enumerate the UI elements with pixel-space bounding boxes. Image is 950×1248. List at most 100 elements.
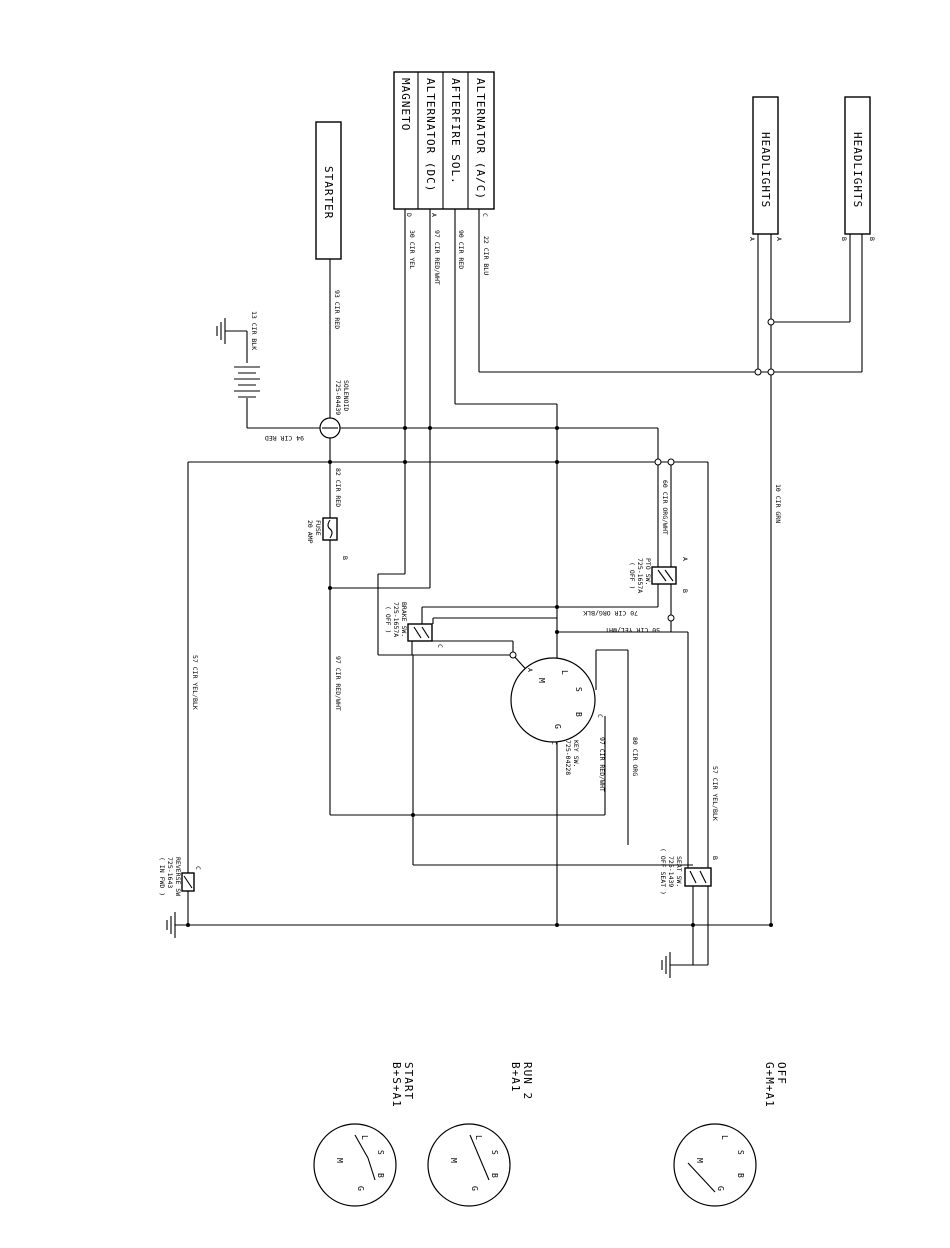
wire-82-label: 82 CIR RED — [334, 468, 342, 507]
brake-part: 725-1657A — [392, 602, 400, 637]
pto-part: 725-1657A — [636, 558, 644, 593]
dial-b: B — [736, 1173, 745, 1178]
wire-10-label: 10 CIR GRN — [774, 484, 782, 523]
headlights-1-label: HEADLIGHTS — [759, 132, 772, 208]
wire-50-label: 50 CIR YEL/WHT — [605, 626, 660, 634]
terminal-d-label: D — [405, 213, 413, 217]
brake-sw-label: BRAKE SW. — [400, 602, 408, 637]
solenoid-label: SOLENOID — [342, 380, 350, 411]
afterfire-sol-label: AFTERFIRE SOL. — [449, 78, 462, 185]
terminal-label: A — [775, 237, 783, 241]
dial-g: G — [470, 1186, 479, 1191]
terminal-a-label: A — [430, 213, 438, 217]
ground-icon — [166, 912, 176, 938]
position-formula: G+M+A1 — [763, 1062, 776, 1108]
seat-state: ( OFF SEAT ) — [659, 848, 667, 895]
fuse-rating: 20 AMP — [306, 520, 314, 544]
position-title: OFF — [775, 1062, 788, 1085]
wire-97b-label: 97 CIR RED/WHT — [334, 656, 342, 711]
dial-b: B — [490, 1173, 499, 1178]
headlights-right: HEADLIGHTS B B — [840, 96, 876, 241]
terminal-label: C — [436, 644, 444, 648]
position-formula: B+S+A1 — [390, 1062, 403, 1108]
terminal-label: A — [681, 557, 689, 561]
wire-30-label: 30 CIR YEL — [408, 230, 416, 269]
alternator-magneto-block: ALTERNATOR (A/C) AFTERFIRE SOL. ALTERNAT… — [393, 71, 495, 217]
reverse-switch: C REVERSE SW 725-1643 ( IN FWD ) — [158, 857, 202, 896]
wire-97c-label: 97 CIR RED/WHT — [598, 737, 606, 792]
pto-switch: A B PTO SW. 725-1657A ( OFF ) — [628, 557, 689, 593]
terminal-label: B — [840, 237, 848, 241]
terminal-label: C — [194, 866, 202, 870]
wire-70-label: 70 CIR ORG/BLK — [583, 609, 638, 617]
position-start: START B+S+A1 L S B G M — [313, 1062, 415, 1207]
dial-g: G — [716, 1186, 725, 1191]
position-title: START — [402, 1062, 415, 1100]
pto-state: ( OFF ) — [628, 562, 636, 589]
seat-part: 725-1439 — [667, 856, 675, 887]
terminal-label: B — [681, 589, 689, 593]
key-c2: C — [550, 741, 558, 745]
key-a: A — [526, 668, 534, 672]
solenoid: SOLENOID 725-04439 — [319, 380, 350, 439]
dial-m: M — [449, 1158, 458, 1163]
key-b: B — [574, 712, 583, 717]
position-run2: RUN 2 B+A1 L S B G M — [427, 1062, 534, 1207]
key-c1: C — [596, 714, 604, 718]
headlights-left: HEADLIGHTS A A — [748, 96, 783, 241]
wire-80-label: 80 CIR ORG — [631, 737, 639, 776]
brake-switch: C BRAKE SW. 725-1657A ( OFF ) — [384, 602, 444, 648]
dial-s: S — [490, 1150, 499, 1155]
wire-labels: 22 CIR BLU 90 CIR RED 97 CIR RED/WHT 30 … — [191, 230, 782, 821]
wire-60-label: 60 CIR ORG/WHT — [661, 480, 669, 535]
dial-b: B — [376, 1173, 385, 1178]
key-l: L — [560, 670, 569, 675]
key-s: S — [574, 687, 583, 692]
junctions — [186, 318, 775, 927]
dial-m: M — [335, 1158, 344, 1163]
wire-93-label: 93 CIR RED — [333, 290, 341, 329]
alternator-dc-label: ALTERNATOR (DC) — [424, 78, 437, 192]
wire-97a-label: 97 CIR RED/WHT — [433, 230, 441, 285]
terminal-label: A — [748, 237, 756, 241]
wire-22-label: 22 CIR BLU — [482, 236, 490, 275]
dial-l: L — [720, 1135, 729, 1140]
reverse-part: 725-1643 — [166, 857, 174, 888]
key-switch: L S M B G A C C KEY SW. 725-04228 — [510, 657, 604, 775]
fuse-label: FUSE — [314, 520, 322, 536]
ground-icon — [661, 952, 671, 978]
starter-label: STARTER — [322, 166, 335, 219]
reverse-state: ( IN FWD ) — [158, 857, 166, 896]
wire-90-label: 90 CIR RED — [457, 230, 465, 269]
dial-l: L — [360, 1135, 369, 1140]
dial-l: L — [474, 1135, 483, 1140]
wires — [175, 209, 863, 966]
key-sw-label: KEY SW. — [572, 740, 580, 767]
terminal-label: B — [711, 856, 719, 860]
magneto-label: MAGNETO — [399, 78, 412, 131]
headlights-2-label: HEADLIGHTS — [851, 132, 864, 208]
terminal-label: B — [868, 237, 876, 241]
wire-94-label: 94 CIR RED — [265, 434, 304, 442]
wire-57b-label: 57 CIR YEL/BLK — [711, 766, 719, 821]
dial-s: S — [736, 1150, 745, 1155]
alternator-ac-label: ALTERNATOR (A/C) — [474, 78, 487, 200]
dial-s: S — [376, 1150, 385, 1155]
terminal-c-label: C — [481, 213, 489, 217]
brake-state: ( OFF ) — [384, 606, 392, 633]
starter: STARTER — [315, 121, 342, 260]
position-title: RUN 2 — [521, 1062, 534, 1100]
solenoid-part: 725-04439 — [334, 380, 342, 415]
wire-57a-label: 57 CIR YEL/BLK — [191, 655, 199, 710]
reverse-sw-label: REVERSE SW — [174, 857, 182, 896]
wire-13-label: 13 CIR BLK — [250, 311, 258, 350]
terminal-label: B — [341, 556, 349, 560]
position-formula: B+A1 — [509, 1062, 522, 1093]
dial-m: M — [695, 1158, 704, 1163]
dial-g: G — [356, 1186, 365, 1191]
fuse: FUSE 20 AMP B — [306, 517, 349, 560]
pto-sw-label: PTO SW. — [644, 558, 652, 585]
key-m: M — [537, 678, 546, 683]
key-g: G — [553, 724, 562, 729]
